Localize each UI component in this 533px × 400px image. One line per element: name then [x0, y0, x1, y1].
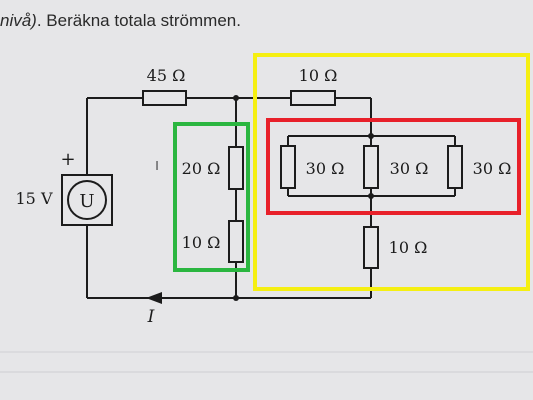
resistor-30-b-label: 30 Ω: [390, 159, 429, 178]
junction-dot: [233, 95, 239, 101]
text-cursor-icon: I: [155, 159, 159, 173]
resistor-45-label: 45 Ω: [147, 66, 186, 85]
yellow-highlight-box: [253, 53, 530, 291]
resistor-10-top: [290, 90, 336, 106]
current-label: I: [147, 307, 155, 327]
red-highlight-box: [266, 118, 521, 215]
wires: [86, 97, 456, 299]
resistor-30-b: [363, 145, 379, 189]
resistor-20: [228, 146, 244, 190]
problem-text-prefix: nivå): [0, 11, 37, 30]
resistor-10-left: [228, 220, 244, 263]
junction-dot: [233, 295, 239, 301]
resistor-20-label: 20 Ω: [182, 159, 221, 178]
green-highlight-box: [173, 122, 250, 272]
plus-sign: +: [60, 149, 75, 170]
problem-text: nivå). Beräkna totala strömmen.: [0, 6, 533, 36]
voltage-label: 15 V: [16, 189, 53, 208]
problem-text-suffix: . Beräkna totala strömmen.: [36, 11, 241, 30]
resistor-45: [142, 90, 187, 106]
resistor-30-c: [447, 145, 463, 189]
resistor-10-bottom-label: 10 Ω: [389, 238, 428, 257]
voltage-source-symbol: U: [79, 191, 94, 212]
junction-dot: [368, 193, 374, 199]
resistor-10-left-label: 10 Ω: [182, 233, 221, 252]
resistor-10-bottom: [363, 226, 379, 269]
resistor-10-top-label: 10 Ω: [299, 66, 338, 85]
junction-dot: [368, 133, 374, 139]
resistor-30-a: [280, 145, 296, 189]
resistor-30-a-label: 30 Ω: [306, 159, 345, 178]
current-arrow-icon: [146, 292, 162, 304]
resistor-30-c-label: 30 Ω: [473, 159, 512, 178]
voltage-source-icon: [67, 180, 107, 220]
